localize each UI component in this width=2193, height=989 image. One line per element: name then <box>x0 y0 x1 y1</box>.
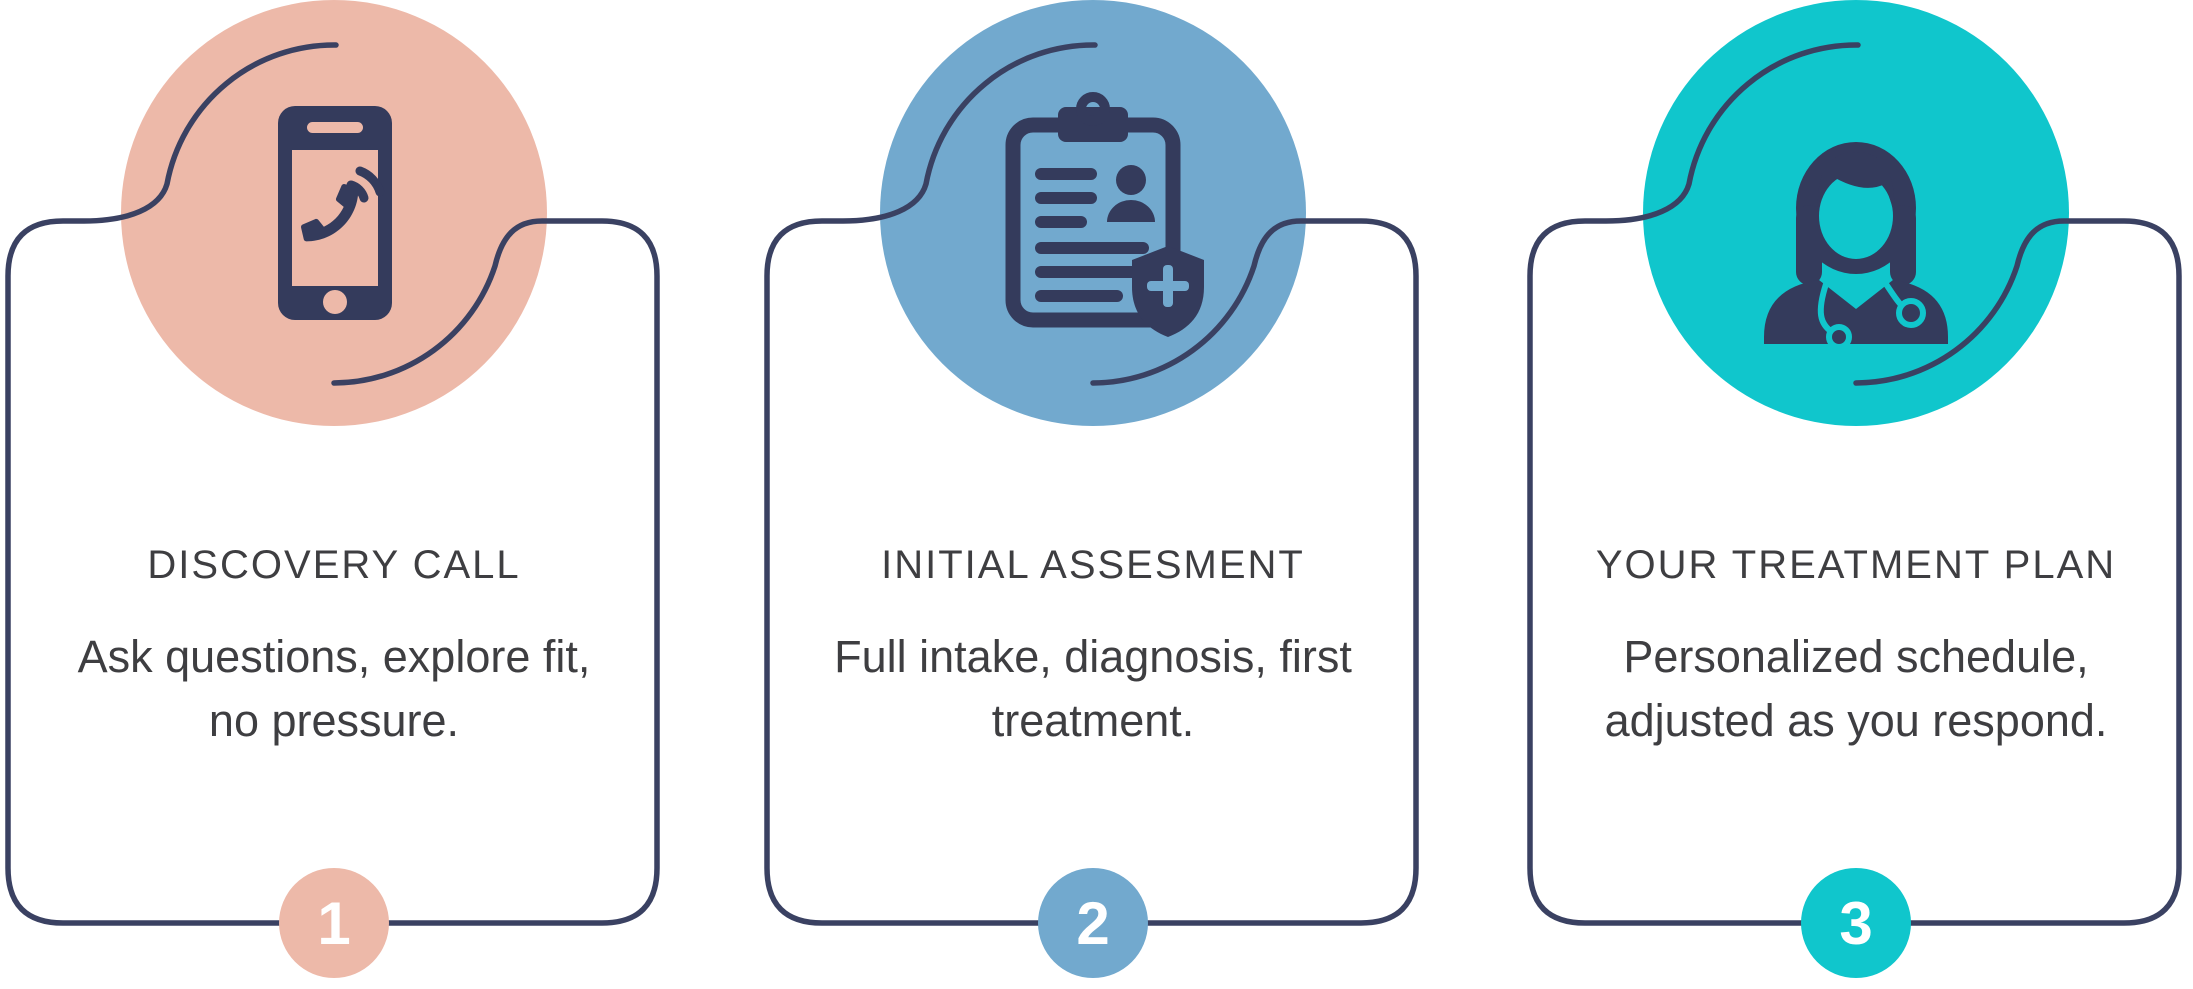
step-description: Full intake, diagnosis, first treatment. <box>763 625 1423 753</box>
clipboard-text-lines <box>1035 168 1149 302</box>
step-description-line2: no pressure. <box>208 695 460 746</box>
doctor-face <box>1819 173 1893 259</box>
phone-handset-glyph <box>300 183 359 242</box>
step-card-artwork: 1 <box>5 0 660 978</box>
step-number-badge <box>1038 868 1148 978</box>
doctor-torso <box>1764 280 1948 344</box>
patient-silhouette <box>1107 165 1155 222</box>
card-outline-swoosh <box>5 42 660 926</box>
clipboard-clip-ring <box>1076 92 1110 126</box>
female-doctor-icon <box>1764 142 1948 350</box>
step-icon-circle <box>880 0 1306 426</box>
step-description-line1: Full intake, diagnosis, first <box>834 631 1352 682</box>
step-number-badge <box>1801 868 1911 978</box>
step-card-artwork: 3 <box>1527 0 2182 978</box>
step-description-line1: Ask questions, explore fit, <box>77 631 591 682</box>
step-description: Ask questions, explore fit, no pressure. <box>4 625 664 753</box>
phone-speaker <box>307 122 363 133</box>
step-description-line2: adjusted as you respond. <box>1604 695 2108 746</box>
step-description-line2: treatment. <box>991 695 1195 746</box>
doctor-collar <box>1837 285 1875 308</box>
doctor-fringe <box>1817 152 1895 212</box>
step-number: 2 <box>1076 890 1109 957</box>
step-title: INITIAL ASSESMENT <box>881 543 1305 587</box>
shield-plus-icon <box>1147 265 1189 307</box>
step-card-artwork: 2 <box>764 0 1419 978</box>
phone-call-icon <box>278 106 392 320</box>
step-title: YOUR TREATMENT PLAN <box>1595 543 2117 587</box>
step-number-badge <box>279 868 389 978</box>
phone-home-button <box>323 290 347 314</box>
step-number: 3 <box>1839 890 1872 957</box>
stethoscope <box>1817 282 1926 350</box>
step-card-discovery-call: 1 DISCOVERY CALL Ask questions, explore … <box>4 0 664 989</box>
call-wave-large <box>355 166 385 197</box>
step-description: Personalized schedule, adjusted as you r… <box>1526 625 2186 753</box>
card-outline-swoosh <box>764 42 1419 926</box>
step-card-your-treatment-plan: 3 YOUR TREATMENT PLAN Personalized sched… <box>1526 0 2186 989</box>
step-title: DISCOVERY CALL <box>147 543 521 587</box>
call-wave-small <box>346 180 369 203</box>
card-outline-swoosh <box>1527 42 2182 926</box>
medical-intake-clipboard-icon <box>1005 92 1204 337</box>
step-number: 1 <box>317 890 350 957</box>
step-description-line1: Personalized schedule, <box>1623 631 2089 682</box>
step-card-initial-assesment: 2 INITIAL ASSESMENT Full intake, diagnos… <box>763 0 1423 989</box>
